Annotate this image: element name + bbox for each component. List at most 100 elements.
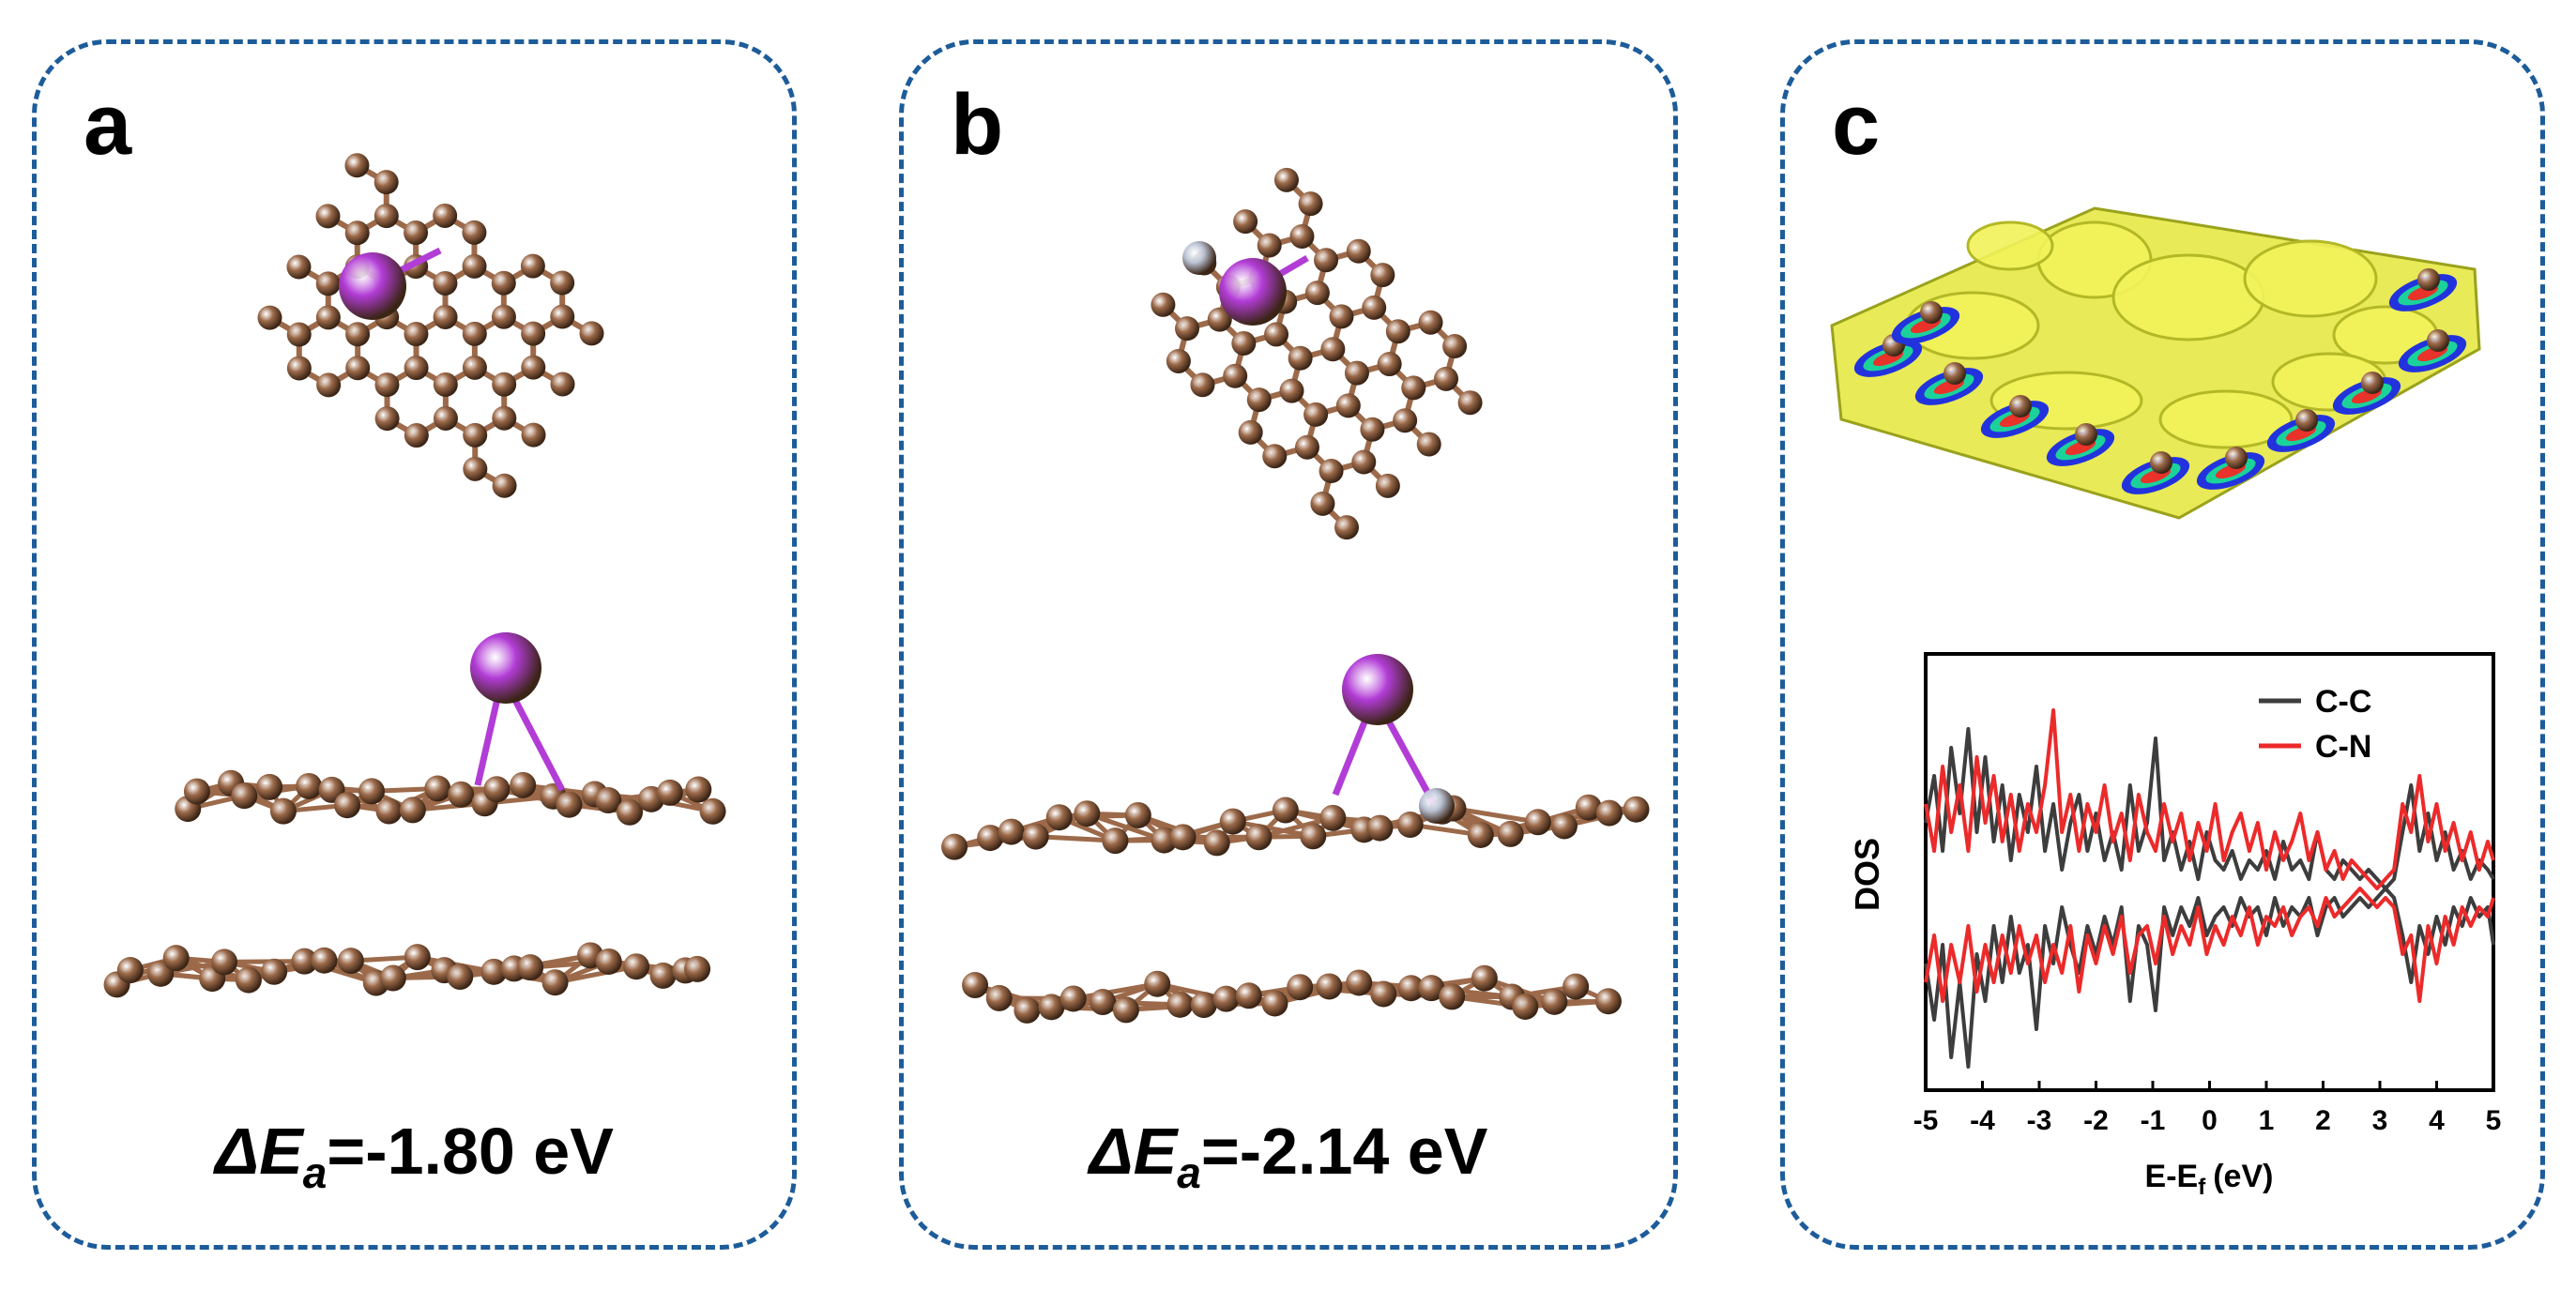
carbon-atom [315, 204, 341, 229]
carbon-atom [1397, 975, 1425, 1002]
carbon-atom [1377, 352, 1402, 377]
carbon-atom [463, 422, 488, 448]
carbon-atom [286, 356, 312, 381]
carbon-atom [517, 954, 544, 981]
dos-legend: C-C C-N [2259, 684, 2371, 765]
carbon-atom [483, 776, 511, 803]
carbon-atom [2361, 372, 2384, 394]
carbon-atom [1467, 821, 1494, 848]
carbon-atom [941, 833, 968, 860]
carbon-atom [1304, 281, 1330, 306]
panel-b: b ΔEa=-2.14 eV [899, 39, 1678, 1250]
carbon-atom [556, 791, 583, 818]
carbon-atom [962, 972, 989, 999]
x-tick-label: -3 [2027, 1105, 2052, 1136]
carbon-atom [345, 322, 371, 347]
carbon-atom [1212, 985, 1240, 1012]
carbon-atom [316, 372, 342, 398]
carbon-atom [375, 797, 403, 825]
x-label-sub: f [2198, 1175, 2206, 1200]
metal-atom [1219, 258, 1287, 326]
carbon-atom [1166, 348, 1191, 373]
carbon-atom [1416, 432, 1441, 457]
carbon-atom [1090, 989, 1117, 1016]
carbon-atom [1318, 459, 1344, 484]
panel-a-molecular-model [103, 153, 726, 998]
carbon-atom [541, 969, 569, 996]
carbon-atom [1288, 345, 1313, 371]
isosurface-lobe [2111, 253, 2265, 341]
carbon-atom [1014, 996, 1041, 1024]
carbon-atom [699, 797, 726, 825]
carbon-atom [462, 253, 487, 279]
carbon-atom [998, 818, 1025, 845]
panel-a-top-view [257, 153, 604, 498]
carbon-atom [1261, 990, 1288, 1017]
carbon-atom [1203, 829, 1230, 857]
carbon-atom [1541, 988, 1568, 1015]
panel-b-top-view [1151, 167, 1483, 540]
carbon-atom [1457, 390, 1483, 416]
carbon-atom [510, 771, 537, 798]
carbon-atom [433, 203, 458, 228]
energy-subscript: a [1177, 1148, 1201, 1197]
carbon-atom [1524, 809, 1551, 836]
carbon-atom [1562, 973, 1590, 1000]
carbon-atom [2295, 409, 2318, 432]
carbon-atom [1362, 295, 1387, 320]
carbon-atom [235, 966, 262, 994]
carbon-atom [344, 153, 370, 178]
carbon-atom [211, 949, 238, 976]
energy-value: =-2.14 eV [1200, 1115, 1488, 1188]
carbon-atom [1310, 491, 1335, 516]
carbon-atom [1144, 970, 1171, 997]
carbon-atom [1623, 796, 1650, 823]
energy-symbol: ΔE [215, 1115, 303, 1188]
carbon-atom [404, 356, 429, 381]
carbon-atom [1375, 473, 1400, 498]
carbon-atom [492, 473, 517, 498]
carbon-atom [1287, 974, 1314, 1001]
energy-subscript: a [302, 1148, 328, 1197]
metal-atom [339, 252, 406, 320]
x-tick-label: -5 [1913, 1105, 1939, 1136]
dos-line-c-n-down [1924, 887, 2495, 1003]
panel-a-side-view [103, 632, 726, 998]
energy-value: =-1.80 eV [327, 1115, 614, 1188]
carbon-atom [1272, 797, 1299, 824]
carbon-atom [521, 355, 546, 380]
carbon-atom [492, 372, 517, 397]
carbon-atom [2427, 329, 2449, 352]
carbon-atom [1190, 372, 1215, 398]
carbon-atom [1223, 363, 1248, 388]
carbon-atom [1497, 820, 1524, 847]
dos-x-axis-label: E-Ef(eV) [2145, 1159, 2274, 1200]
carbon-atom [337, 948, 364, 975]
carbon-atom [2225, 447, 2248, 469]
carbon-atom [1207, 307, 1232, 332]
carbon-atom [685, 776, 712, 803]
carbon-atom [579, 321, 604, 346]
x-tick-label: -2 [2083, 1105, 2109, 1136]
carbon-atom [1294, 434, 1319, 460]
panel-b-side-view [941, 654, 1650, 1024]
carbon-atom [373, 170, 399, 195]
carbon-atom [1219, 808, 1246, 835]
carbon-atom [296, 772, 323, 799]
c-c-bond [1232, 819, 1314, 839]
isosurface-lobe [2243, 239, 2378, 318]
c-c-bond [1453, 806, 1539, 825]
carbon-atom [1151, 292, 1176, 317]
x-tick-label: 4 [2429, 1105, 2445, 1136]
carbon-atom [257, 305, 282, 330]
carbon-atom [1512, 993, 1539, 1020]
carbon-atom [269, 797, 297, 825]
carbon-atom [1471, 964, 1498, 992]
carbon-atom [1059, 985, 1087, 1012]
carbon-atom [1279, 378, 1304, 403]
carbon-atom [1943, 362, 1966, 385]
carbon-atom [404, 220, 429, 246]
carbon-atom [1346, 969, 1373, 996]
carbon-atom [985, 984, 1013, 1011]
panel-label-c: c [1832, 77, 1881, 173]
